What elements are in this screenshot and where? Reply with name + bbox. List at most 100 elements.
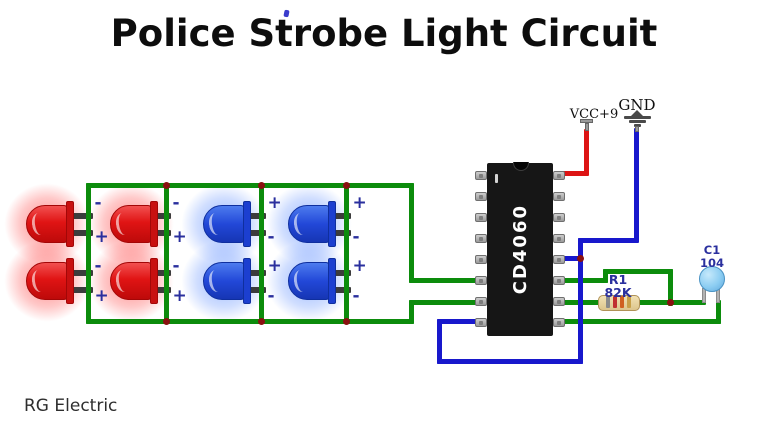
polarity-label: + [352, 193, 367, 213]
led-body [110, 205, 152, 243]
wire-red [561, 171, 589, 176]
junction-dot [667, 299, 674, 306]
polarity-label: - [172, 193, 180, 213]
wire-green [562, 278, 608, 283]
ic-pin-right [553, 171, 565, 180]
vcc-label: VCC+9 [569, 107, 619, 122]
led-flange [243, 201, 251, 247]
wire-green [409, 300, 414, 324]
led-lead [150, 230, 171, 236]
led-lead [150, 213, 171, 219]
polarity-label: - [267, 227, 275, 247]
ic-pin-left [475, 234, 487, 243]
ic-pin-right [553, 234, 565, 243]
junction-dot [258, 182, 265, 189]
wire-red [584, 129, 589, 174]
resistor-label: R1 82K [594, 273, 642, 299]
junction-dot [163, 182, 170, 189]
polarity-label: - [172, 256, 180, 276]
wire-green [86, 183, 91, 324]
vcc-terminal [580, 119, 593, 123]
polarity-label: - [94, 256, 102, 276]
polarity-label: + [352, 256, 367, 276]
capacitor-ref: C1 [703, 243, 721, 257]
wire-blue [578, 238, 583, 364]
resistor-band [627, 296, 631, 308]
led-flange [243, 258, 251, 304]
resistor-ref: R1 [608, 272, 628, 287]
junction-dot [343, 182, 350, 189]
polarity-label: + [94, 227, 109, 247]
wire-blue [437, 319, 442, 364]
ic-pin-left [475, 192, 487, 201]
wire-blue [634, 128, 639, 241]
junction-dot [258, 318, 265, 325]
led-lead [243, 230, 266, 236]
led-lead [150, 287, 171, 293]
polarity-label: + [267, 193, 282, 213]
ic-pin-right [553, 192, 565, 201]
brand-credit: RG Electric [24, 396, 118, 416]
led-flange [66, 258, 74, 304]
led-lead [66, 287, 93, 293]
gnd-symbol-icon [631, 110, 643, 116]
wire-green [409, 278, 478, 283]
led-body [288, 262, 330, 300]
wire-green [86, 183, 414, 188]
resistor-band [606, 296, 610, 308]
led-lead [328, 287, 351, 293]
gnd-symbol-bar [629, 120, 646, 123]
resistor-r1 [598, 295, 640, 311]
wire-green [409, 183, 414, 283]
led-body [26, 262, 68, 300]
led-flange [328, 258, 336, 304]
polarity-label: - [352, 286, 360, 306]
ic-pin-left [475, 171, 487, 180]
ic-pin1-mark [495, 174, 498, 183]
led-flange [328, 201, 336, 247]
resistor-band [613, 296, 617, 308]
junction-dot [163, 318, 170, 325]
capacitor-value: 104 [699, 255, 724, 270]
wire-blue [562, 256, 583, 261]
gnd-terminal-stem [635, 126, 639, 132]
led-lead [150, 270, 171, 276]
wire-green [344, 183, 349, 324]
led-flange [150, 201, 158, 247]
led-body [288, 205, 330, 243]
led-body [26, 205, 68, 243]
led-lead [66, 213, 93, 219]
wire-green [668, 269, 673, 306]
circuit-title: Police Strobe Light Circuit [110, 12, 658, 55]
ic-pin-left [475, 318, 487, 327]
capacitor-label: C1 104 [692, 244, 732, 269]
led-body [203, 205, 245, 243]
wire-green [86, 319, 414, 324]
wire-green [716, 300, 721, 324]
wire-green [562, 319, 721, 324]
ic-pin-right [553, 276, 565, 285]
led-lead [328, 230, 351, 236]
polarity-label: + [172, 227, 187, 247]
wire-green [259, 183, 264, 324]
ic-pin-right [553, 255, 565, 264]
ic-pin-left [475, 213, 487, 222]
wire-blue [437, 359, 583, 364]
led-body [203, 262, 245, 300]
led-lead [66, 230, 93, 236]
resistor-band [620, 296, 624, 308]
polarity-label: - [94, 193, 102, 213]
polarity-label: + [172, 286, 187, 306]
junction-dot [343, 318, 350, 325]
ic-part-number: CD4060 [509, 204, 531, 295]
led-lead [243, 287, 266, 293]
led-lead [243, 213, 266, 219]
wire-green [603, 269, 673, 274]
led-body [110, 262, 152, 300]
led-lead [328, 270, 351, 276]
wire-green [164, 183, 169, 324]
led-lead [328, 213, 351, 219]
led-flange [150, 258, 158, 304]
polarity-label: - [267, 286, 275, 306]
